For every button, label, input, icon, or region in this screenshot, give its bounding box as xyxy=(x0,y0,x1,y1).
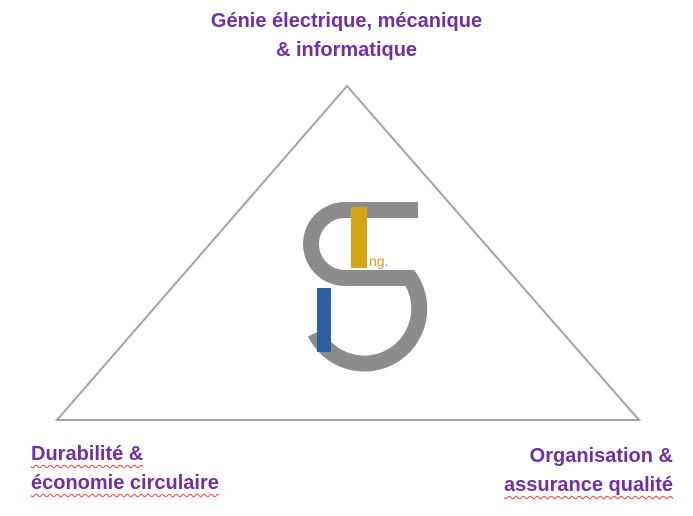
bottom-right-label-line2: assurance qualité xyxy=(504,474,673,496)
top-label-line2: & informatique xyxy=(275,39,418,61)
logo-blue-bar-icon xyxy=(317,288,331,352)
logo: ng. xyxy=(303,202,428,372)
bottom-right-label-line1: Organisation & xyxy=(529,445,673,467)
triangle-outline xyxy=(54,84,642,421)
top-label: Génie électrique, mécanique & informatiq… xyxy=(0,7,693,65)
logo-suffix-text: ng. xyxy=(369,253,388,269)
bottom-right-label: Organisation & assurance qualité xyxy=(504,442,673,500)
top-label-line1: Génie électrique, mécanique xyxy=(210,10,483,32)
bottom-left-label: Durabilité & économie circulaire xyxy=(31,440,219,498)
bottom-left-label-line1: Durabilité & xyxy=(31,443,144,465)
logo-gold-bar-icon xyxy=(351,207,367,268)
logo-s-shape-icon xyxy=(303,202,428,372)
bottom-left-label-line2: économie circulaire xyxy=(31,472,219,494)
